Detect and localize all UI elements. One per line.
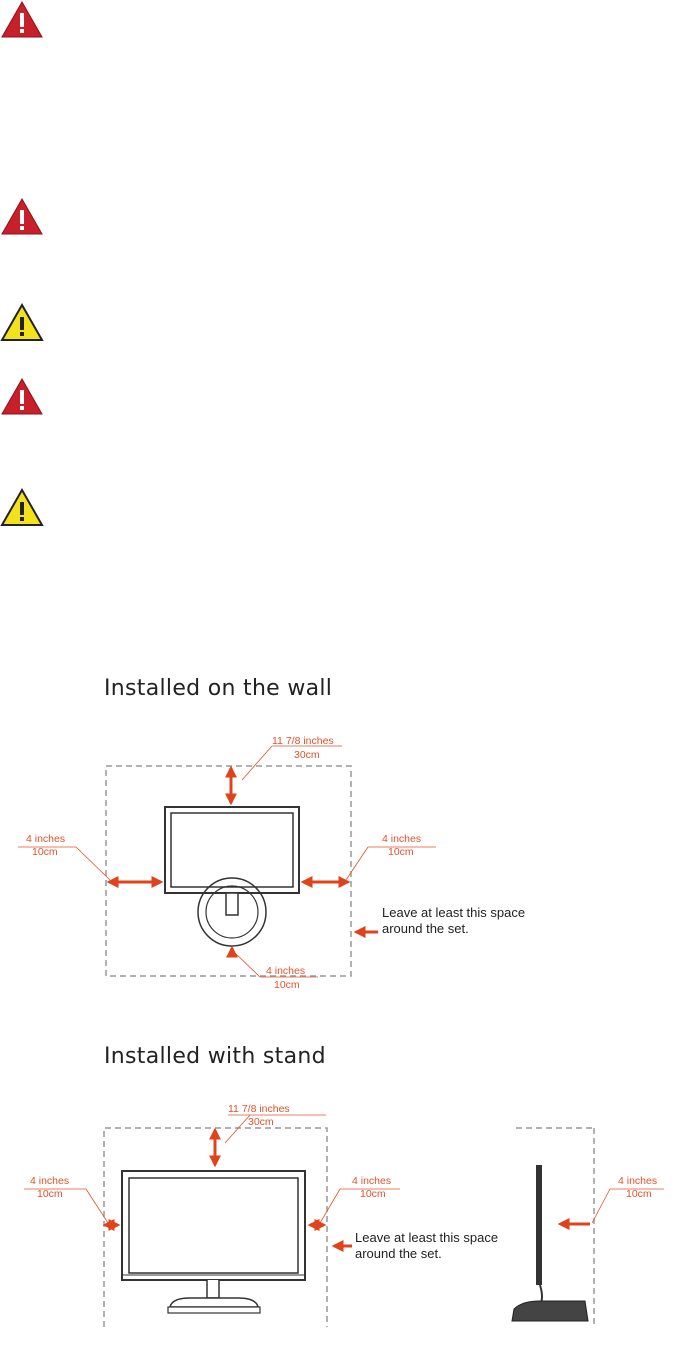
red-warning-triangle-icon: [1, 0, 43, 38]
stand-section-title: Installed with stand: [104, 1044, 326, 1069]
monitor-neck: [225, 892, 239, 916]
top-cm-label: 30cm: [294, 749, 320, 761]
wall-section-title: Installed on the wall: [104, 676, 333, 701]
left-inches-label: 4 inches: [26, 833, 65, 845]
note-line-1: Leave at least this space: [382, 905, 525, 920]
note-line-2: around the set.: [382, 921, 469, 936]
left-cm-label: 10cm: [37, 1188, 63, 1200]
left-inches-label: 4 inches: [30, 1175, 69, 1187]
wall-clearance-diagram: 11 7/8 inches 30cm 4 inches 10cm 4 inche…: [18, 735, 525, 991]
bottom-inches-label: 4 inches: [266, 965, 305, 977]
side-cm-label: 10cm: [626, 1188, 652, 1200]
note-line-1: Leave at least this space: [355, 1230, 498, 1245]
stand-neck: [206, 1280, 220, 1299]
right-cm-label: 10cm: [388, 846, 414, 858]
red-warning-triangle-icon: [1, 197, 43, 235]
monitor-side-profile: [536, 1165, 542, 1285]
yellow-warning-triangle-icon: [0, 488, 44, 526]
bottom-cm-label: 10cm: [274, 979, 300, 991]
stand-clearance-diagram: 11 7/8 inches 30cm 4 inches 10cm 4 inche…: [24, 1103, 664, 1327]
top-inches-label: 11 7/8 inches: [272, 735, 334, 747]
top-cm-label: 30cm: [248, 1116, 274, 1128]
monitor-screen: [128, 1177, 299, 1274]
top-inches-label: 11 7/8 inches: [228, 1103, 290, 1115]
side-inches-label: 4 inches: [618, 1175, 657, 1187]
red-warning-triangle-icon: [1, 377, 43, 415]
side-stand-base: [511, 1300, 589, 1322]
right-inches-label: 4 inches: [352, 1175, 391, 1187]
yellow-warning-triangle-icon: [0, 303, 44, 341]
right-cm-label: 10cm: [360, 1188, 386, 1200]
left-cm-label: 10cm: [32, 846, 58, 858]
monitor-screen: [170, 812, 294, 888]
right-inches-label: 4 inches: [382, 833, 421, 845]
stand-base: [169, 1297, 259, 1308]
note-line-2: around the set.: [355, 1246, 442, 1261]
